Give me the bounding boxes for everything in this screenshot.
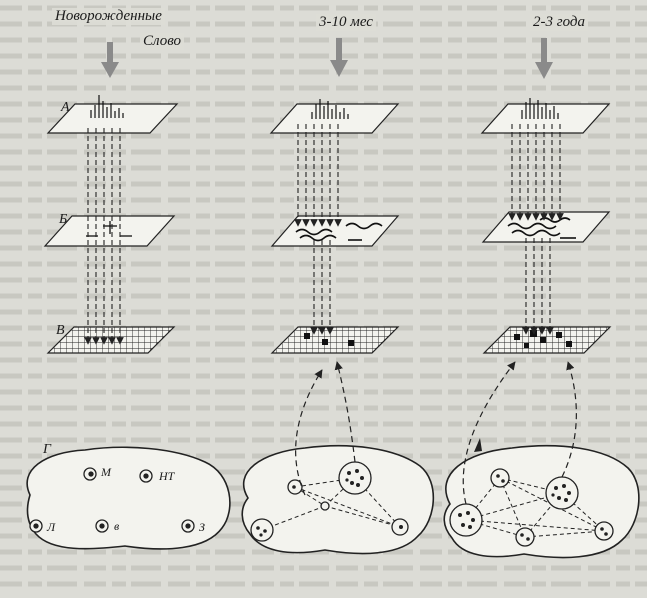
grid-v-3-10: [270, 326, 400, 354]
plane-b-waves: [295, 222, 383, 242]
heading-newborn: Новорожденные: [52, 8, 165, 25]
region-label-z: З: [199, 520, 205, 534]
brain-outline-3-10: [241, 444, 435, 555]
row-label-a: А: [61, 100, 70, 115]
heading-3-10: 3-10 мес: [316, 14, 376, 31]
heading-2-3: 2-3 года: [530, 14, 588, 31]
word-input-arrow: [101, 42, 119, 78]
region-label-m: М: [101, 465, 111, 479]
projection-arrows: [84, 128, 124, 345]
spectrum-bars: [90, 95, 124, 118]
projection-arrows: [294, 124, 342, 335]
small-arrowhead: [474, 438, 482, 452]
region-dots: [458, 474, 608, 541]
feedback-arrows: [462, 361, 577, 505]
plane-a-newborn: [46, 103, 179, 134]
column-newborn: [43, 95, 179, 354]
region-circles: [449, 468, 614, 547]
grid-v-2-3: [482, 326, 612, 354]
heading-word: Слово: [140, 33, 185, 50]
column-3-10: [269, 99, 400, 354]
region-dots: [256, 469, 403, 537]
spectrum-bars: [521, 98, 559, 119]
brain-outline-2-3: [443, 444, 640, 559]
spectrum-bars: [311, 99, 349, 119]
brain-3-10: [241, 361, 435, 555]
region-circles: [29, 467, 195, 533]
region-label-v: в: [114, 519, 120, 533]
row-label-v: В: [56, 323, 65, 338]
column-2-3: [480, 98, 612, 354]
grid-dots: [304, 333, 354, 346]
region-label-l: Л: [47, 520, 56, 534]
input-arrows: [101, 38, 553, 79]
region-label-nt: НТ: [159, 469, 175, 483]
row-label-g: Г: [43, 442, 51, 457]
row-label-b: Б: [59, 212, 68, 227]
brain-newborn: [26, 446, 231, 550]
arrow-2-3: [535, 38, 553, 79]
projection-arrows: [508, 124, 564, 335]
plane-a-3-10: [269, 103, 400, 134]
feedback-arrows: [295, 361, 356, 496]
arrow-3-10: [330, 38, 348, 77]
brain-2-3: [443, 361, 640, 559]
brain-outline-newborn: [26, 446, 231, 550]
